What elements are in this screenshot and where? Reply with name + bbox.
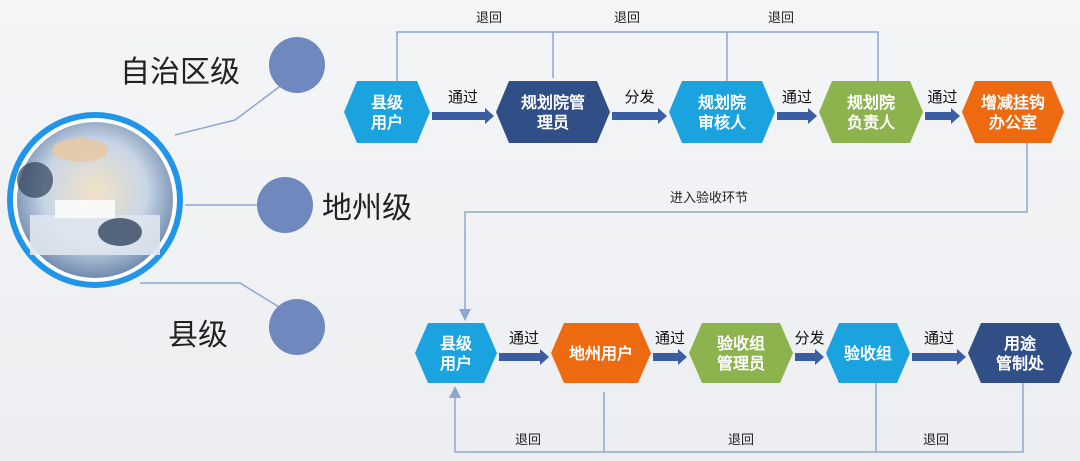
transition-label: 进入验收环节: [670, 190, 748, 206]
handshake-photo: [7, 112, 183, 288]
top-return-label-2: 退回: [614, 11, 640, 26]
bottom-return-lines: [449, 372, 1024, 453]
top-node-4-label: 规划院: [847, 93, 895, 112]
bottom-edge-label-1: 通过: [509, 329, 539, 347]
bottom-node-2: [551, 323, 651, 383]
top-node-5: [962, 81, 1064, 143]
top-node-3-label: 规划院: [698, 93, 746, 112]
level-dot-prefecture: [257, 177, 313, 233]
bottom-arrow-2: [653, 349, 687, 365]
top-return-lines: [396, 31, 879, 90]
top-node-2-label: 理员: [537, 113, 569, 132]
bottom-edge-label-4: 通过: [924, 329, 954, 347]
top-node-3-label: 审核人: [698, 113, 747, 132]
top-arrow-2: [612, 108, 667, 124]
top-arrow-4: [925, 108, 960, 124]
bottom-node-5: [968, 323, 1072, 383]
top-node-1: [344, 81, 430, 143]
bottom-node-1-label: 县级: [440, 334, 473, 353]
bottom-arrow-1: [499, 349, 549, 365]
bottom-edge-label-3: 分发: [794, 329, 824, 347]
top-node-4: [819, 81, 923, 143]
bottom-return-label-1: 退回: [515, 433, 541, 448]
bottom-edge-label-2: 通过: [655, 329, 685, 347]
top-return-label-3: 退回: [768, 11, 794, 26]
top-node-5-label: 办公室: [989, 113, 1037, 132]
level-label-region: 自治区级: [120, 55, 240, 90]
top-edge-label-3: 通过: [782, 88, 812, 106]
bottom-node-5-label: 用途: [1004, 334, 1037, 353]
top-flow: 县级用户规划院管理员规划院审核人规划院负责人增减挂钩办公室通过分发通过通过: [344, 81, 1064, 143]
top-node-2: [496, 81, 610, 143]
level-label-county: 县级: [168, 318, 228, 353]
top-edge-label-1: 通过: [448, 88, 478, 106]
bottom-node-1: [415, 323, 497, 383]
bottom-node-1-label: 用户: [440, 354, 472, 373]
top-return-label-1: 退回: [476, 11, 502, 26]
bottom-node-3: [689, 323, 793, 383]
bottom-node-5-label: 管制处: [996, 354, 1045, 373]
bottom-arrow-4: [912, 349, 966, 365]
bottom-node-4-label: 验收组: [844, 344, 892, 363]
bottom-node-3-label: 管理员: [717, 354, 765, 373]
bottom-node-4: [826, 323, 910, 383]
level-dot-county: [269, 299, 325, 355]
top-node-1-label: 用户: [371, 113, 403, 132]
top-node-1-label: 县级: [371, 93, 404, 112]
top-edge-label-2: 分发: [624, 88, 654, 106]
bottom-flow: 县级用户地州用户验收组管理员验收组用途管制处通过通过分发通过: [415, 323, 1072, 383]
bottom-arrow-3: [795, 349, 824, 365]
top-arrow-1: [432, 108, 494, 124]
top-node-5-label: 增减挂钩: [981, 93, 1045, 112]
transition-line: [459, 140, 1028, 321]
bottom-return-label-3: 退回: [923, 433, 949, 448]
bottom-node-3-label: 验收组: [717, 334, 765, 353]
top-arrow-3: [777, 108, 817, 124]
bottom-node-2-label: 地州用户: [569, 344, 633, 363]
level-label-prefecture: 地州级: [322, 191, 412, 226]
top-edge-label-4: 通过: [927, 88, 957, 106]
top-node-3: [669, 81, 775, 143]
level-dot-region: [269, 37, 325, 93]
bottom-return-label-2: 退回: [728, 433, 754, 448]
top-node-2-label: 规划院管: [521, 93, 585, 112]
top-node-4-label: 负责人: [847, 113, 896, 132]
